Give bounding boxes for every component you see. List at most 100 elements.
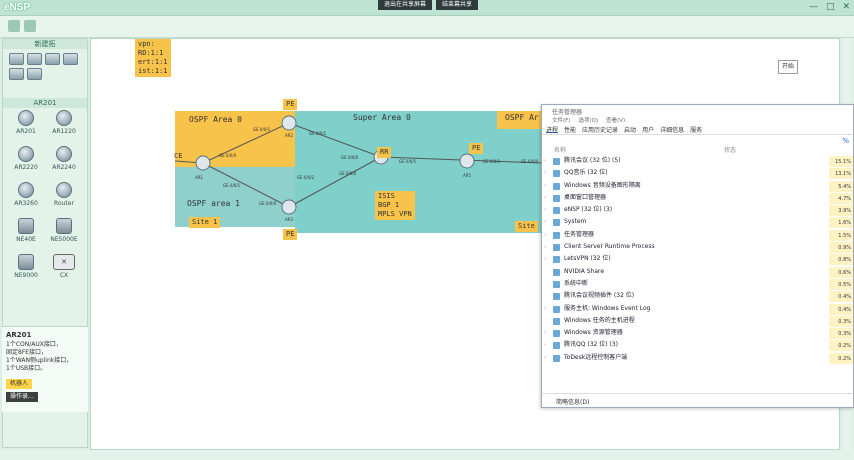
device-label: AR3260 [14,200,38,207]
column-name-header[interactable]: 名称 [554,147,567,154]
start-button[interactable]: 开始 [778,60,798,74]
category-router-icon[interactable] [9,53,24,65]
ospf-area-right-region [497,111,543,129]
category-terminal-icon[interactable] [9,68,24,80]
expand-arrow-icon[interactable]: › [544,244,546,251]
expand-arrow-icon[interactable]: › [544,354,546,361]
process-row[interactable]: 腾讯会议视频插件 (32 位)0.4% [542,290,853,303]
expand-arrow-icon[interactable]: › [544,182,546,189]
process-row[interactable]: ›QQ音乐 (32 位)13.1% [542,167,853,180]
category-switch-icon[interactable] [27,53,42,65]
process-name: 腾讯QQ (32 位) (3) [564,341,618,349]
description-title: AR201 [6,331,32,339]
device-label: NE5000E [50,236,78,243]
minimize-icon[interactable]: — [808,2,818,12]
process-cpu: 5.4% [829,180,853,192]
expand-arrow-icon[interactable]: › [544,170,546,177]
task-manager-window: 任务管理器 文件(F) 选项(O) 查看(V) 进程 性能 应用历史记录 启动 … [541,104,854,408]
router-icon [56,146,72,162]
tab-users[interactable]: 用户 [642,127,655,134]
node-label: AR2 [285,133,294,138]
expand-arrow-icon[interactable]: › [544,207,546,214]
device-item[interactable]: NE9000 [7,254,45,288]
link-label: GE 0/0/1 [309,131,327,136]
expand-arrow-icon[interactable]: › [544,256,546,263]
expand-arrow-icon[interactable]: › [544,219,546,226]
tab-processes[interactable]: 进程 [546,127,559,134]
expand-arrow-icon[interactable]: › [544,342,546,349]
menu-options[interactable]: 选项(O) [578,118,599,124]
super-area0-region [295,111,543,233]
ospf-area0-region [175,111,295,167]
process-name: Windows 任务的主机进程 [564,316,635,324]
device-description: AR201 1个CON/AUX接口， 固定8FE接口， 1个WAN侧uplink… [2,326,88,412]
device-item[interactable]: ✕CX [45,254,83,288]
maximize-icon[interactable]: □ [825,2,835,12]
expand-arrow-icon[interactable]: › [544,231,546,238]
link-label: GE 0/0/0 [259,201,277,206]
rr-tag: RR [377,147,392,158]
category-cloud-icon[interactable] [27,68,42,80]
column-cpu-header[interactable]: % [842,137,849,145]
expand-arrow-icon[interactable]: › [544,194,546,201]
menu-file[interactable]: 文件(F) [552,118,571,124]
link-label: GE 0/0/0 [339,171,357,176]
close-icon[interactable]: ✕ [842,2,850,12]
process-icon [553,354,560,362]
device-item[interactable]: AR2220 [7,146,45,180]
end-share-button[interactable]: 结束幕共享 [436,0,479,10]
device-item[interactable]: AR3260 [7,182,45,216]
process-row[interactable]: Windows 任务的主机进程 0.3% [542,315,853,327]
protocol-box: ISIS BGP 1 MPLS VPN [375,191,415,220]
tab-app-history[interactable]: 应用历史记录 [582,127,619,134]
expand-arrow-icon[interactable]: › [544,305,546,312]
column-status-header[interactable]: 状态 [724,147,737,154]
expand-arrow-icon[interactable]: › [544,330,546,337]
tab-details[interactable]: 详细信息 [660,127,685,134]
process-icon [553,342,560,350]
process-row[interactable]: ›LetsVPN (32 位)0.8% [542,253,853,266]
exit-share-button[interactable]: 退出在共享屏幕 [378,0,433,10]
process-row[interactable]: ›腾讯会议 (32 位) (5)15.1% [542,155,853,167]
fewer-details-button[interactable]: 简略信息(D) [542,393,853,407]
process-row[interactable]: ›eNSP (32 位) (3)3.9% [542,204,853,217]
process-icon [553,268,560,276]
tab-startup[interactable]: 启动 [624,127,637,134]
toolbar-new-icon[interactable] [8,20,20,32]
toolbar [0,16,854,38]
toolbar-open-icon[interactable] [24,20,36,32]
category-wlan-icon[interactable] [45,53,60,65]
category-firewall-icon[interactable] [63,53,78,65]
robot-button[interactable]: 机器人 [6,379,33,389]
device-item[interactable]: Router [45,182,83,216]
process-row[interactable]: ›腾讯QQ (32 位) (3)0.2% [542,339,853,352]
device-item[interactable]: AR2240 [45,146,83,180]
process-cpu: 0.3% [829,315,853,327]
device-item[interactable]: NE5000E [45,218,83,252]
device-item[interactable]: AR201 [7,110,45,144]
device-item[interactable]: NE40E [7,218,45,252]
device-label: Router [54,200,74,207]
tab-performance[interactable]: 性能 [564,127,577,134]
chassis-icon [56,218,72,234]
process-icon [553,280,560,288]
link-labels: GE 0/0/0 GE 0/0/1 GE 0/0/1 GE 0/0/0 GE 0… [219,127,539,206]
menu-view[interactable]: 查看(V) [606,118,626,124]
process-icon [553,231,560,239]
tab-services[interactable]: 服务 [690,127,703,134]
link-label: GE 0/0/1 [483,159,501,164]
expand-arrow-icon[interactable]: › [544,158,546,164]
device-item[interactable]: AR1220 [45,110,83,144]
device-label: CX [59,272,69,279]
operation-record-button[interactable]: 操作录... [6,392,38,402]
